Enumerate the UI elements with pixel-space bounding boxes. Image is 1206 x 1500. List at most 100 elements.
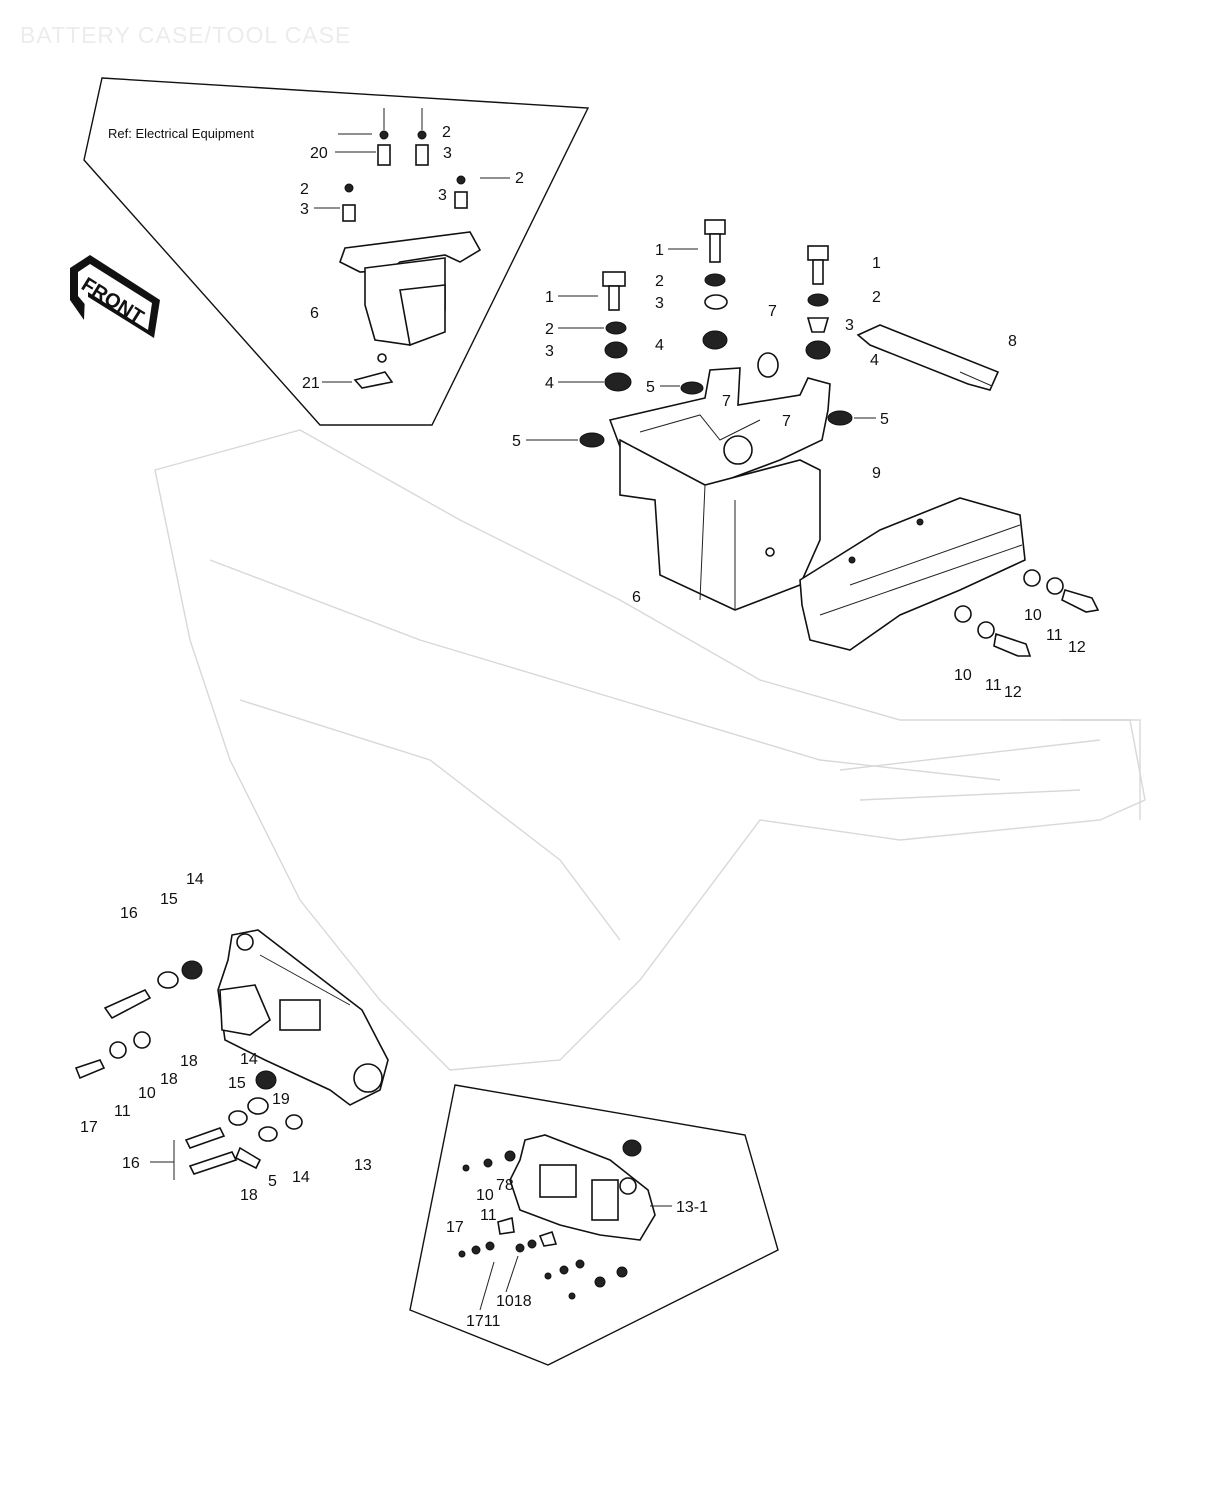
callout-14: 14 xyxy=(240,1051,258,1068)
grommet-icon xyxy=(181,960,203,980)
callout-5: 5 xyxy=(512,433,521,450)
inset-bottom: 13-1 10 78 17 11 1711 1018 xyxy=(409,1084,779,1366)
callout-8: 8 xyxy=(1008,333,1017,350)
bolt-icon xyxy=(807,245,829,285)
callout-2: 2 xyxy=(300,181,309,198)
callout-10: 10 xyxy=(138,1085,156,1102)
washer-icon xyxy=(605,321,627,335)
grommet-icon xyxy=(702,330,728,350)
callout-5: 5 xyxy=(646,379,655,396)
damper-icon xyxy=(579,432,605,448)
callout-16: 16 xyxy=(122,1155,140,1172)
callout-11: 11 xyxy=(1046,627,1063,644)
callout-17: 17 xyxy=(80,1119,98,1136)
inset-bottom-border xyxy=(409,1084,779,1366)
callout-5: 5 xyxy=(268,1173,277,1190)
upper-callouts: 1 2 3 4 1 2 3 4 1 2 3 4 5 5 5 7 7 7 8 9 … xyxy=(512,242,1086,701)
washer-icon xyxy=(133,1031,151,1049)
footpeg-bracket-assembly xyxy=(74,929,389,1175)
callout-12: 12 xyxy=(1004,684,1022,701)
collar-icon xyxy=(247,1097,269,1115)
collar-icon xyxy=(604,341,628,359)
callout-78: 78 xyxy=(496,1177,514,1194)
battery-case-assembly xyxy=(579,219,1100,657)
callout-14: 14 xyxy=(186,871,204,888)
collar-icon xyxy=(704,294,728,310)
callout-15: 15 xyxy=(160,891,178,908)
callout-3: 3 xyxy=(545,343,554,360)
callout-13-1: 13-1 xyxy=(676,1199,708,1216)
callout-18: 18 xyxy=(160,1071,178,1088)
front-arrow-icon: FRONT xyxy=(70,255,160,338)
washer-icon xyxy=(954,605,972,623)
inset-small-battery-bracket xyxy=(339,108,482,389)
callout-10: 10 xyxy=(1024,607,1042,624)
callout-7: 7 xyxy=(722,393,731,410)
damper-icon xyxy=(680,381,704,395)
callout-1: 1 xyxy=(872,255,881,272)
washer-icon xyxy=(977,621,995,639)
callout-2: 2 xyxy=(655,273,664,290)
callout-10: 10 xyxy=(954,667,972,684)
callout-9: 9 xyxy=(872,465,881,482)
callout-3: 3 xyxy=(300,201,309,218)
callout-16: 16 xyxy=(120,905,138,922)
callout-6: 6 xyxy=(310,305,319,322)
grommet-icon xyxy=(255,1070,277,1090)
callout-7: 7 xyxy=(782,413,791,430)
washer-icon xyxy=(285,1114,303,1130)
callout-2: 2 xyxy=(545,321,554,338)
bolt-icon xyxy=(704,219,726,263)
grommet-icon xyxy=(805,340,831,360)
battery-strap xyxy=(856,324,1000,391)
grommet-icon xyxy=(604,372,632,392)
bolt-icon xyxy=(184,1127,226,1149)
collar-icon xyxy=(258,1126,278,1142)
callout-2: 2 xyxy=(872,289,881,306)
callout-2: 2 xyxy=(442,124,451,141)
callout-5: 5 xyxy=(880,411,889,428)
collar-icon xyxy=(157,971,179,989)
lower-callouts: 14 15 16 18 18 10 11 17 14 15 19 16 18 5… xyxy=(80,871,372,1204)
page-title: BATTERY CASE/TOOL CASE xyxy=(20,22,352,48)
bolt-icon xyxy=(188,1151,238,1175)
callout-4: 4 xyxy=(655,337,664,354)
frame-ghost-outline xyxy=(154,429,1146,1071)
washer-icon xyxy=(704,273,726,287)
callout-11: 11 xyxy=(114,1103,131,1120)
callout-19: 19 xyxy=(272,1091,290,1108)
callout-10: 10 xyxy=(476,1187,494,1204)
damper-icon xyxy=(827,410,853,426)
callout-1711: 1711 xyxy=(466,1313,501,1330)
bolt-icon xyxy=(602,271,626,311)
cap-icon xyxy=(757,352,779,378)
callout-20: 20 xyxy=(310,145,328,162)
washer-icon xyxy=(1023,569,1041,587)
washer-icon xyxy=(109,1041,127,1059)
callout-7: 7 xyxy=(768,303,777,320)
inset-top: Ref: Electrical Equipment 2 3 2 20 2 3 xyxy=(83,77,590,426)
bolt-icon xyxy=(74,1059,106,1080)
callout-18: 18 xyxy=(180,1053,198,1070)
callout-3: 3 xyxy=(438,187,447,204)
callout-13: 13 xyxy=(354,1157,372,1174)
callout-3: 3 xyxy=(845,317,854,334)
callout-4: 4 xyxy=(870,352,879,369)
callout-14: 14 xyxy=(292,1169,310,1186)
collar-icon xyxy=(806,317,830,333)
callout-21: 21 xyxy=(302,375,320,392)
callout-1018: 1018 xyxy=(496,1293,532,1310)
ref-label: Ref: Electrical Equipment xyxy=(108,126,254,141)
callout-4: 4 xyxy=(545,375,554,392)
callout-3: 3 xyxy=(443,145,452,162)
bolt-icon xyxy=(103,988,152,1020)
callout-11: 11 xyxy=(985,677,1002,694)
callout-6: 6 xyxy=(632,589,641,606)
callout-12: 12 xyxy=(1068,639,1086,656)
washer-icon xyxy=(807,293,829,307)
collar-icon xyxy=(228,1110,248,1126)
callout-15: 15 xyxy=(228,1075,246,1092)
bolt-icon xyxy=(1061,589,1100,613)
callout-17: 17 xyxy=(446,1219,464,1236)
